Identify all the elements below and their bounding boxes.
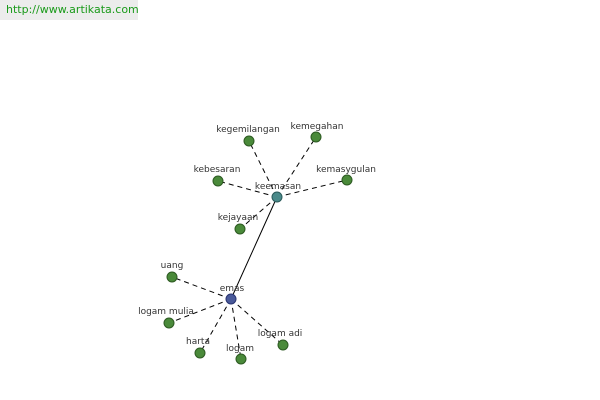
node-kebesaran: [212, 175, 224, 187]
label-logam-adi: logam adi: [258, 329, 303, 339]
edge-emas-uang: [171, 276, 232, 300]
label-keemasan: keemasan: [255, 182, 301, 192]
edge-emas-logam-mulia: [168, 298, 232, 324]
node-kejayaan: [234, 223, 246, 235]
label-logam-mulia: logam mulia: [138, 307, 194, 317]
source-link[interactable]: http://www.artikata.com: [0, 0, 139, 20]
node-uang: [166, 271, 178, 283]
node-kemasygulan: [341, 174, 353, 186]
label-kemasygulan: kemasygulan: [316, 165, 376, 175]
label-logam: logam: [226, 344, 254, 354]
node-emas: [225, 293, 237, 305]
edge-emas-logam-adi: [230, 298, 284, 346]
label-uang: uang: [161, 261, 184, 271]
label-kebesaran: kebesaran: [194, 165, 241, 175]
node-harta: [194, 347, 206, 359]
edge-keemasan-kemasygulan: [276, 179, 348, 198]
node-logam-adi: [277, 339, 289, 351]
node-logam: [235, 353, 247, 365]
label-harta: harta: [186, 337, 210, 347]
edge-keemasan-kegemilangan: [248, 140, 278, 198]
edge-keemasan-kejayaan: [239, 196, 278, 230]
labels-layer: kegemilangan kemegahan kebesaran kemasygula…: [138, 122, 376, 354]
node-kemegahan: [310, 131, 322, 143]
edge-keemasan-kebesaran: [217, 180, 278, 198]
edge-keemasan-emas: [230, 196, 278, 300]
edges-layer: [168, 136, 348, 360]
label-kejayaan: kejayaan: [218, 213, 259, 223]
label-kemegahan: kemegahan: [291, 122, 344, 132]
node-kegemilangan: [243, 135, 255, 147]
edge-emas-logam: [230, 298, 242, 360]
node-logam-mulia: [163, 317, 175, 329]
label-emas: emas: [220, 284, 245, 294]
nodes-layer: [163, 131, 353, 365]
label-kegemilangan: kegemilangan: [216, 125, 280, 135]
edge-emas-harta: [199, 298, 232, 354]
node-keemasan: [271, 191, 283, 203]
edge-keemasan-kemegahan: [276, 136, 317, 198]
